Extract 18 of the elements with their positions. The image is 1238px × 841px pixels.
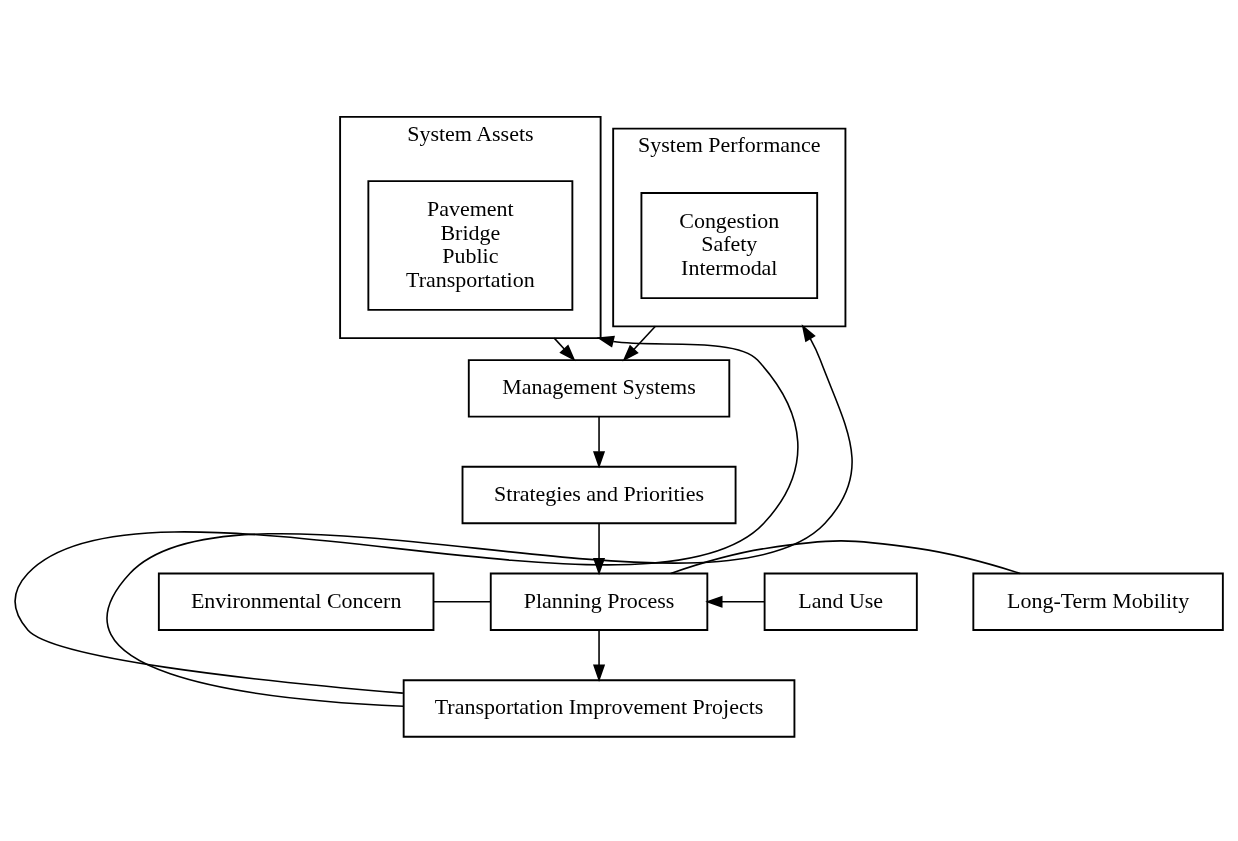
connector — [669, 540, 1021, 575]
node-box: Land Use — [763, 572, 918, 631]
arrow — [14, 335, 799, 694]
node-box: Management Systems — [467, 359, 731, 418]
node-box: Transportation Improvement Projects — [402, 679, 796, 738]
node-box: Long-Term Mobility — [972, 572, 1224, 631]
node-box: Planning Process — [489, 572, 709, 631]
arrow — [593, 629, 606, 682]
node-box: Pavement Bridge Public Transportation — [367, 180, 574, 311]
arrow — [622, 325, 657, 362]
node-box: Environmental Concern — [157, 572, 435, 631]
arrow — [593, 416, 606, 469]
connector — [433, 600, 492, 603]
node-box: Congestion Safety Intermodal — [640, 192, 819, 300]
arrow — [553, 337, 576, 362]
arrow — [106, 324, 853, 707]
arrow — [705, 595, 766, 608]
node-box: Strategies and Priorities — [461, 465, 737, 525]
